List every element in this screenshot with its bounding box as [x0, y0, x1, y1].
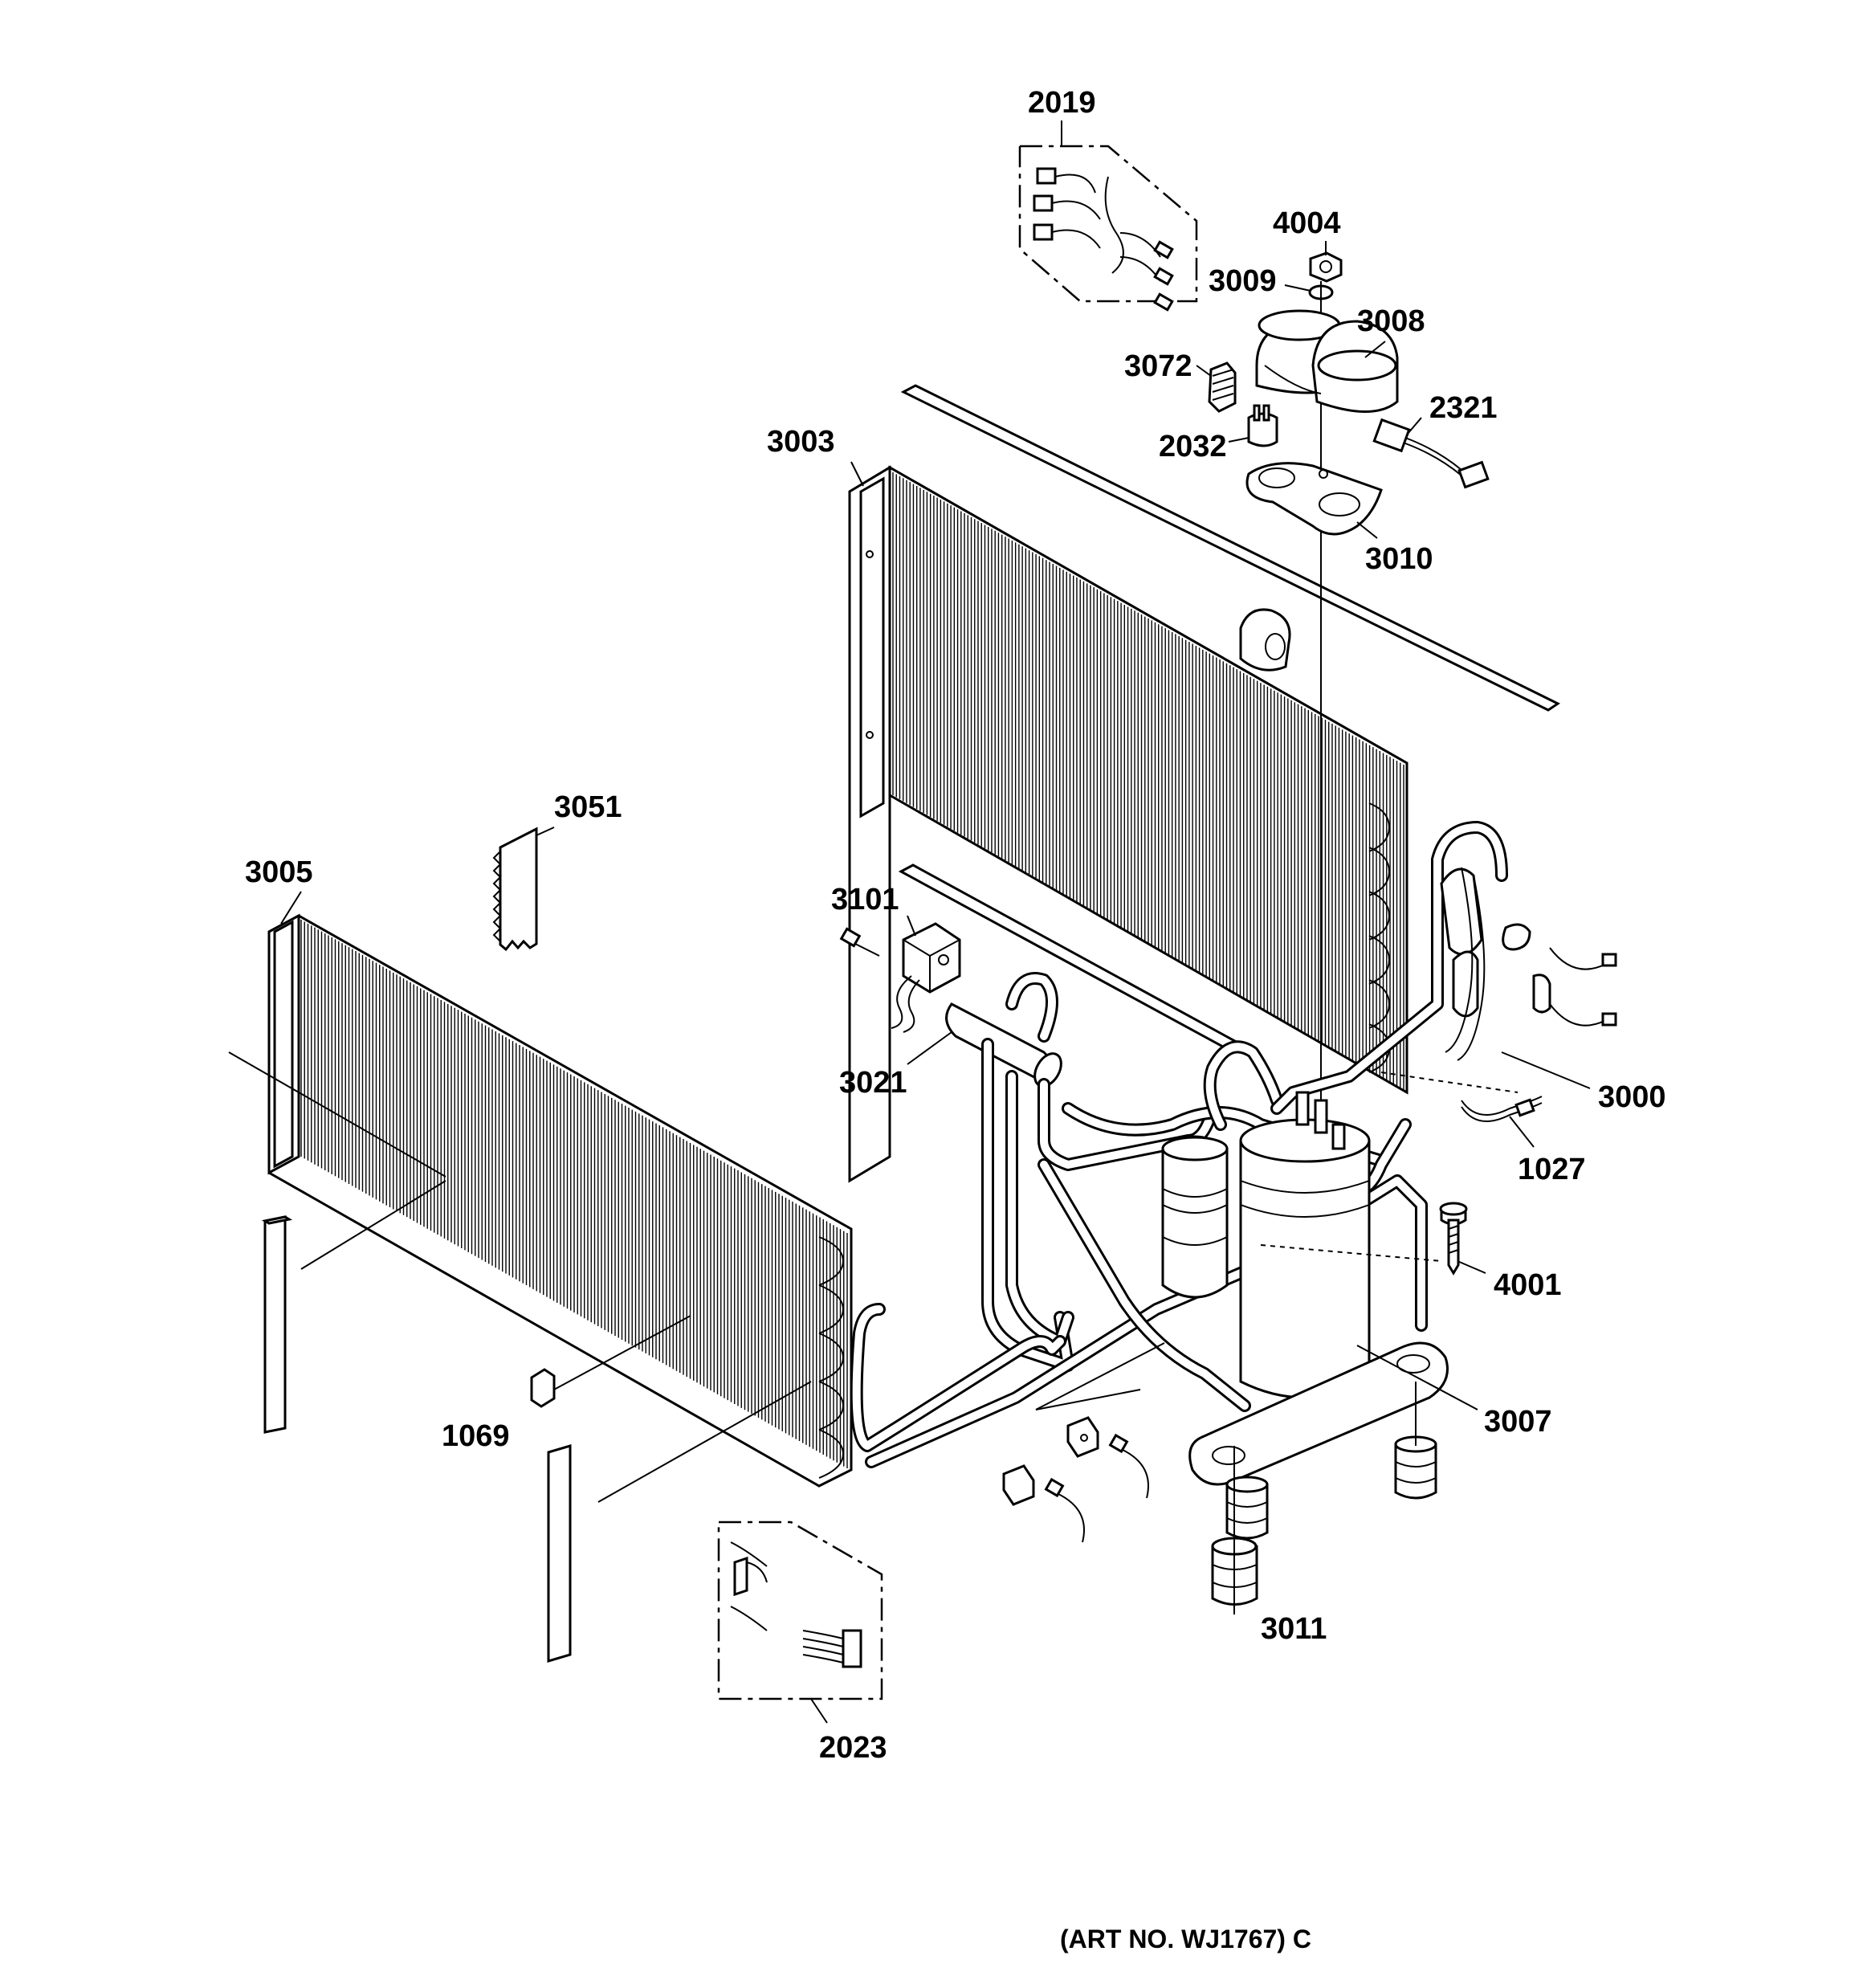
accumulator — [1161, 1135, 1229, 1299]
callout-3008: 3008 — [1357, 304, 1425, 338]
callout-1069: 1069 — [442, 1419, 510, 1453]
capacitor-3008[interactable] — [1255, 309, 1399, 413]
screw-3101[interactable] — [839, 927, 880, 957]
overload-2032[interactable] — [1247, 404, 1278, 447]
wire-harness-kit-2023[interactable] — [717, 1521, 883, 1724]
callout-3010: 3010 — [1365, 542, 1433, 576]
spring-clip-3072[interactable] — [1208, 361, 1237, 413]
foam-strip-right — [547, 1443, 572, 1663]
callout-2032: 2032 — [1159, 430, 1227, 463]
callout-4001: 4001 — [1494, 1268, 1562, 1302]
callout-2321: 2321 — [1429, 391, 1498, 425]
callout-4004: 4004 — [1273, 206, 1341, 240]
callout-3011: 3011 — [1261, 1612, 1327, 1646]
grommet-3011-right[interactable] — [1394, 1435, 1437, 1500]
bracket-3010[interactable] — [1245, 462, 1383, 536]
wire-1027[interactable] — [1461, 1096, 1543, 1122]
solenoid-coil-3101[interactable] — [891, 922, 961, 1033]
leader-lines — [280, 120, 1591, 1410]
callout-2023: 2023 — [819, 1731, 887, 1765]
terminal-leads-3000[interactable] — [1440, 867, 1617, 1061]
art-number: (ART NO. WJ1767) C — [1060, 1925, 1311, 1953]
condenser-fins — [892, 472, 1404, 1091]
condenser-return-bends — [1368, 802, 1391, 1073]
evaporator-fins — [300, 920, 848, 1468]
callout-3009: 3009 — [1209, 264, 1277, 298]
callout-3000: 3000 — [1598, 1080, 1666, 1114]
callout-3003: 3003 — [767, 425, 835, 459]
evaporator-return-bends — [818, 1236, 845, 1479]
callout-2019: 2019 — [1028, 86, 1096, 120]
wire-harness-kit-2019[interactable] — [1018, 145, 1198, 312]
evaporator-coil-3005[interactable] — [267, 913, 853, 1488]
serrated-strip-3051[interactable] — [492, 827, 555, 952]
callout-1027: 1027 — [1518, 1153, 1586, 1186]
condenser-coil-3003[interactable] — [848, 465, 1408, 1183]
callout-3007: 3007 — [1484, 1405, 1552, 1439]
wire-nut-connectors — [1002, 1342, 1165, 1543]
harness-2321[interactable] — [1372, 418, 1490, 489]
compressor-3007[interactable] — [1188, 1091, 1449, 1486]
callout-3051: 3051 — [554, 790, 622, 824]
clip-1069[interactable] — [530, 1315, 691, 1408]
grommet-3011-left[interactable] — [1225, 1476, 1269, 1540]
screw-4001[interactable] — [1439, 1202, 1468, 1276]
top-seal-strip — [900, 384, 1560, 712]
callout-3072: 3072 — [1124, 349, 1192, 383]
foam-strip-left — [261, 1215, 293, 1434]
callout-3101: 3101 — [831, 883, 899, 916]
nut-4004[interactable] — [1309, 251, 1343, 283]
callout-labels: 2019 4004 3009 3008 3072 2321 3003 2032 … — [245, 86, 1666, 1765]
callout-3005: 3005 — [245, 855, 313, 889]
callout-3021: 3021 — [839, 1066, 907, 1100]
